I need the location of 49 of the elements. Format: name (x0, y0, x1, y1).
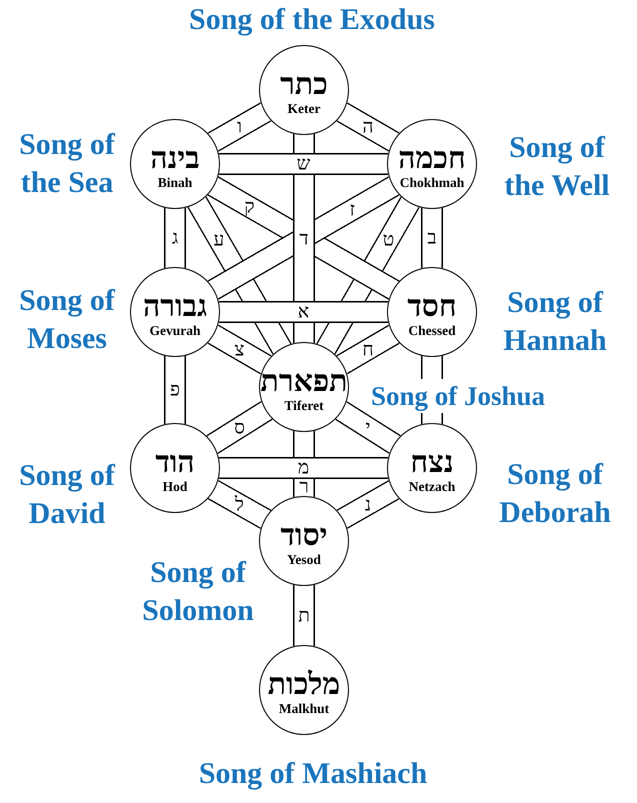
path-band (421, 208, 443, 268)
node-title: הוד (155, 448, 195, 477)
node-subtitle: Gevurah (149, 324, 200, 338)
node-title: בינה (150, 144, 200, 173)
path-band (336, 480, 400, 529)
edge-label: ע (212, 232, 226, 248)
path-band (293, 585, 315, 646)
edge-label: ג (170, 230, 180, 246)
path-band (208, 324, 272, 374)
node-title: חכמה (398, 144, 466, 173)
path-band (335, 401, 401, 454)
path-band (336, 102, 400, 152)
edge-label: ר (298, 480, 310, 495)
node-subtitle: Chessed (408, 324, 456, 338)
path-band (164, 356, 186, 424)
edge-label: ת (297, 608, 311, 623)
node-title: תפארת (260, 367, 348, 396)
node-title: כתר (280, 70, 328, 99)
node-title: יסוד (280, 521, 328, 550)
node-subtitle: Binah (158, 176, 192, 190)
edge-label: ש (296, 156, 312, 172)
node-title: חסד (407, 292, 457, 321)
edge-label: ז (348, 202, 356, 218)
edge-label: מ (296, 460, 310, 476)
path-band (164, 208, 186, 268)
edge-label: ח (361, 342, 375, 357)
node-subtitle: Hod (162, 480, 188, 494)
edge-label: פ (169, 382, 181, 398)
path-band (206, 401, 273, 454)
node-subtitle: Yesod (287, 553, 321, 567)
path-band (293, 431, 315, 497)
node-subtitle: Keter (288, 102, 320, 116)
node-title: מלכות (268, 670, 340, 699)
edge-label: נ (364, 497, 372, 512)
path-band (336, 324, 400, 374)
path-band (219, 457, 388, 479)
node-subtitle: Tiferet (284, 399, 324, 413)
edge-label: ב (426, 230, 438, 246)
node-title: גבורה (142, 292, 208, 321)
side-caption: Song of Joshua (370, 379, 546, 413)
path-band (208, 102, 272, 152)
node-title: נצח (410, 448, 454, 477)
node-subtitle: Chokhmah (400, 176, 464, 190)
path-band (208, 480, 272, 529)
node-subtitle: Netzach (408, 480, 456, 494)
node-subtitle: Malkhut (278, 702, 330, 716)
edge-label: ה (362, 120, 374, 134)
edge-label: ד (298, 231, 310, 246)
edge-label: א (296, 304, 310, 320)
